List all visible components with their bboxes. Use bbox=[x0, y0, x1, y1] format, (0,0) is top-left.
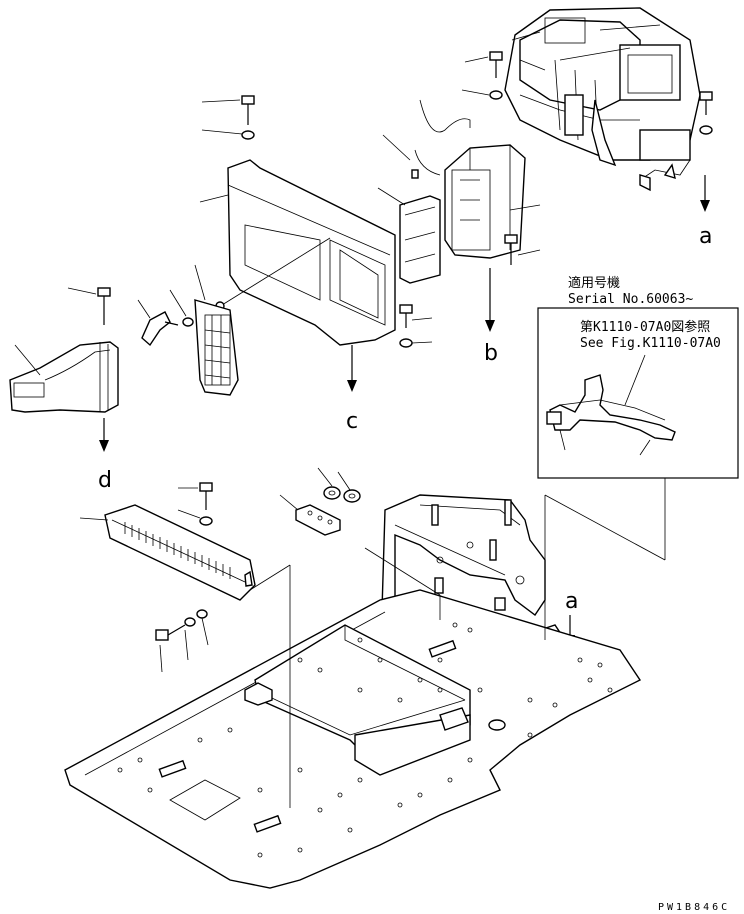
louver-grille bbox=[194, 264, 239, 396]
inset-ref-en: See Fig.K1110-07A0 bbox=[580, 336, 721, 351]
wing-bolt bbox=[137, 289, 194, 347]
arrow-b-top: b bbox=[484, 268, 498, 366]
bolt-grille-top bbox=[177, 482, 213, 526]
harness-wire bbox=[382, 99, 471, 179]
grille-slots bbox=[124, 522, 231, 579]
applicability-title: 適用号機 bbox=[568, 275, 620, 291]
filter-element bbox=[377, 187, 441, 284]
reference-inset: 第K1110-07A0図参照 See Fig.K1110-07A0 bbox=[537, 307, 739, 479]
seat-stand bbox=[244, 624, 471, 776]
label-b-top: b bbox=[484, 341, 498, 366]
arrow-c-top: c bbox=[346, 345, 358, 434]
label-d-top: d bbox=[98, 468, 112, 493]
bolt-duct-left bbox=[67, 287, 111, 325]
air-conditioner-unit bbox=[504, 7, 701, 192]
arrow-a-top: a bbox=[699, 175, 712, 249]
floor-grille bbox=[79, 504, 256, 601]
grommets bbox=[317, 467, 361, 503]
inset-ref-jp: 第K1110-07A0図参照 bbox=[580, 319, 710, 335]
arrow-d-top: d bbox=[98, 418, 112, 493]
bolt-grille-bottom bbox=[155, 609, 209, 673]
bolt-cover-top bbox=[201, 95, 255, 140]
label-c-top: c bbox=[346, 409, 358, 434]
leader-lines bbox=[249, 478, 666, 808]
bolt-duct bbox=[504, 234, 541, 265]
bolt-unit-left bbox=[461, 51, 503, 100]
side-duct bbox=[9, 341, 119, 413]
applicability-note: 適用号機 Serial No.60063~ bbox=[568, 275, 693, 307]
drawing-code: PW1B846C bbox=[658, 902, 730, 913]
cover-panel bbox=[199, 159, 396, 346]
bolt-cover-right bbox=[399, 304, 433, 348]
label-a-top: a bbox=[699, 224, 712, 249]
bolt-unit-right bbox=[699, 91, 713, 135]
mounting-plate bbox=[279, 494, 341, 536]
serial-number: Serial No.60063~ bbox=[568, 292, 693, 307]
duct-connector bbox=[444, 144, 541, 259]
label-a-bottom: a bbox=[565, 589, 578, 614]
